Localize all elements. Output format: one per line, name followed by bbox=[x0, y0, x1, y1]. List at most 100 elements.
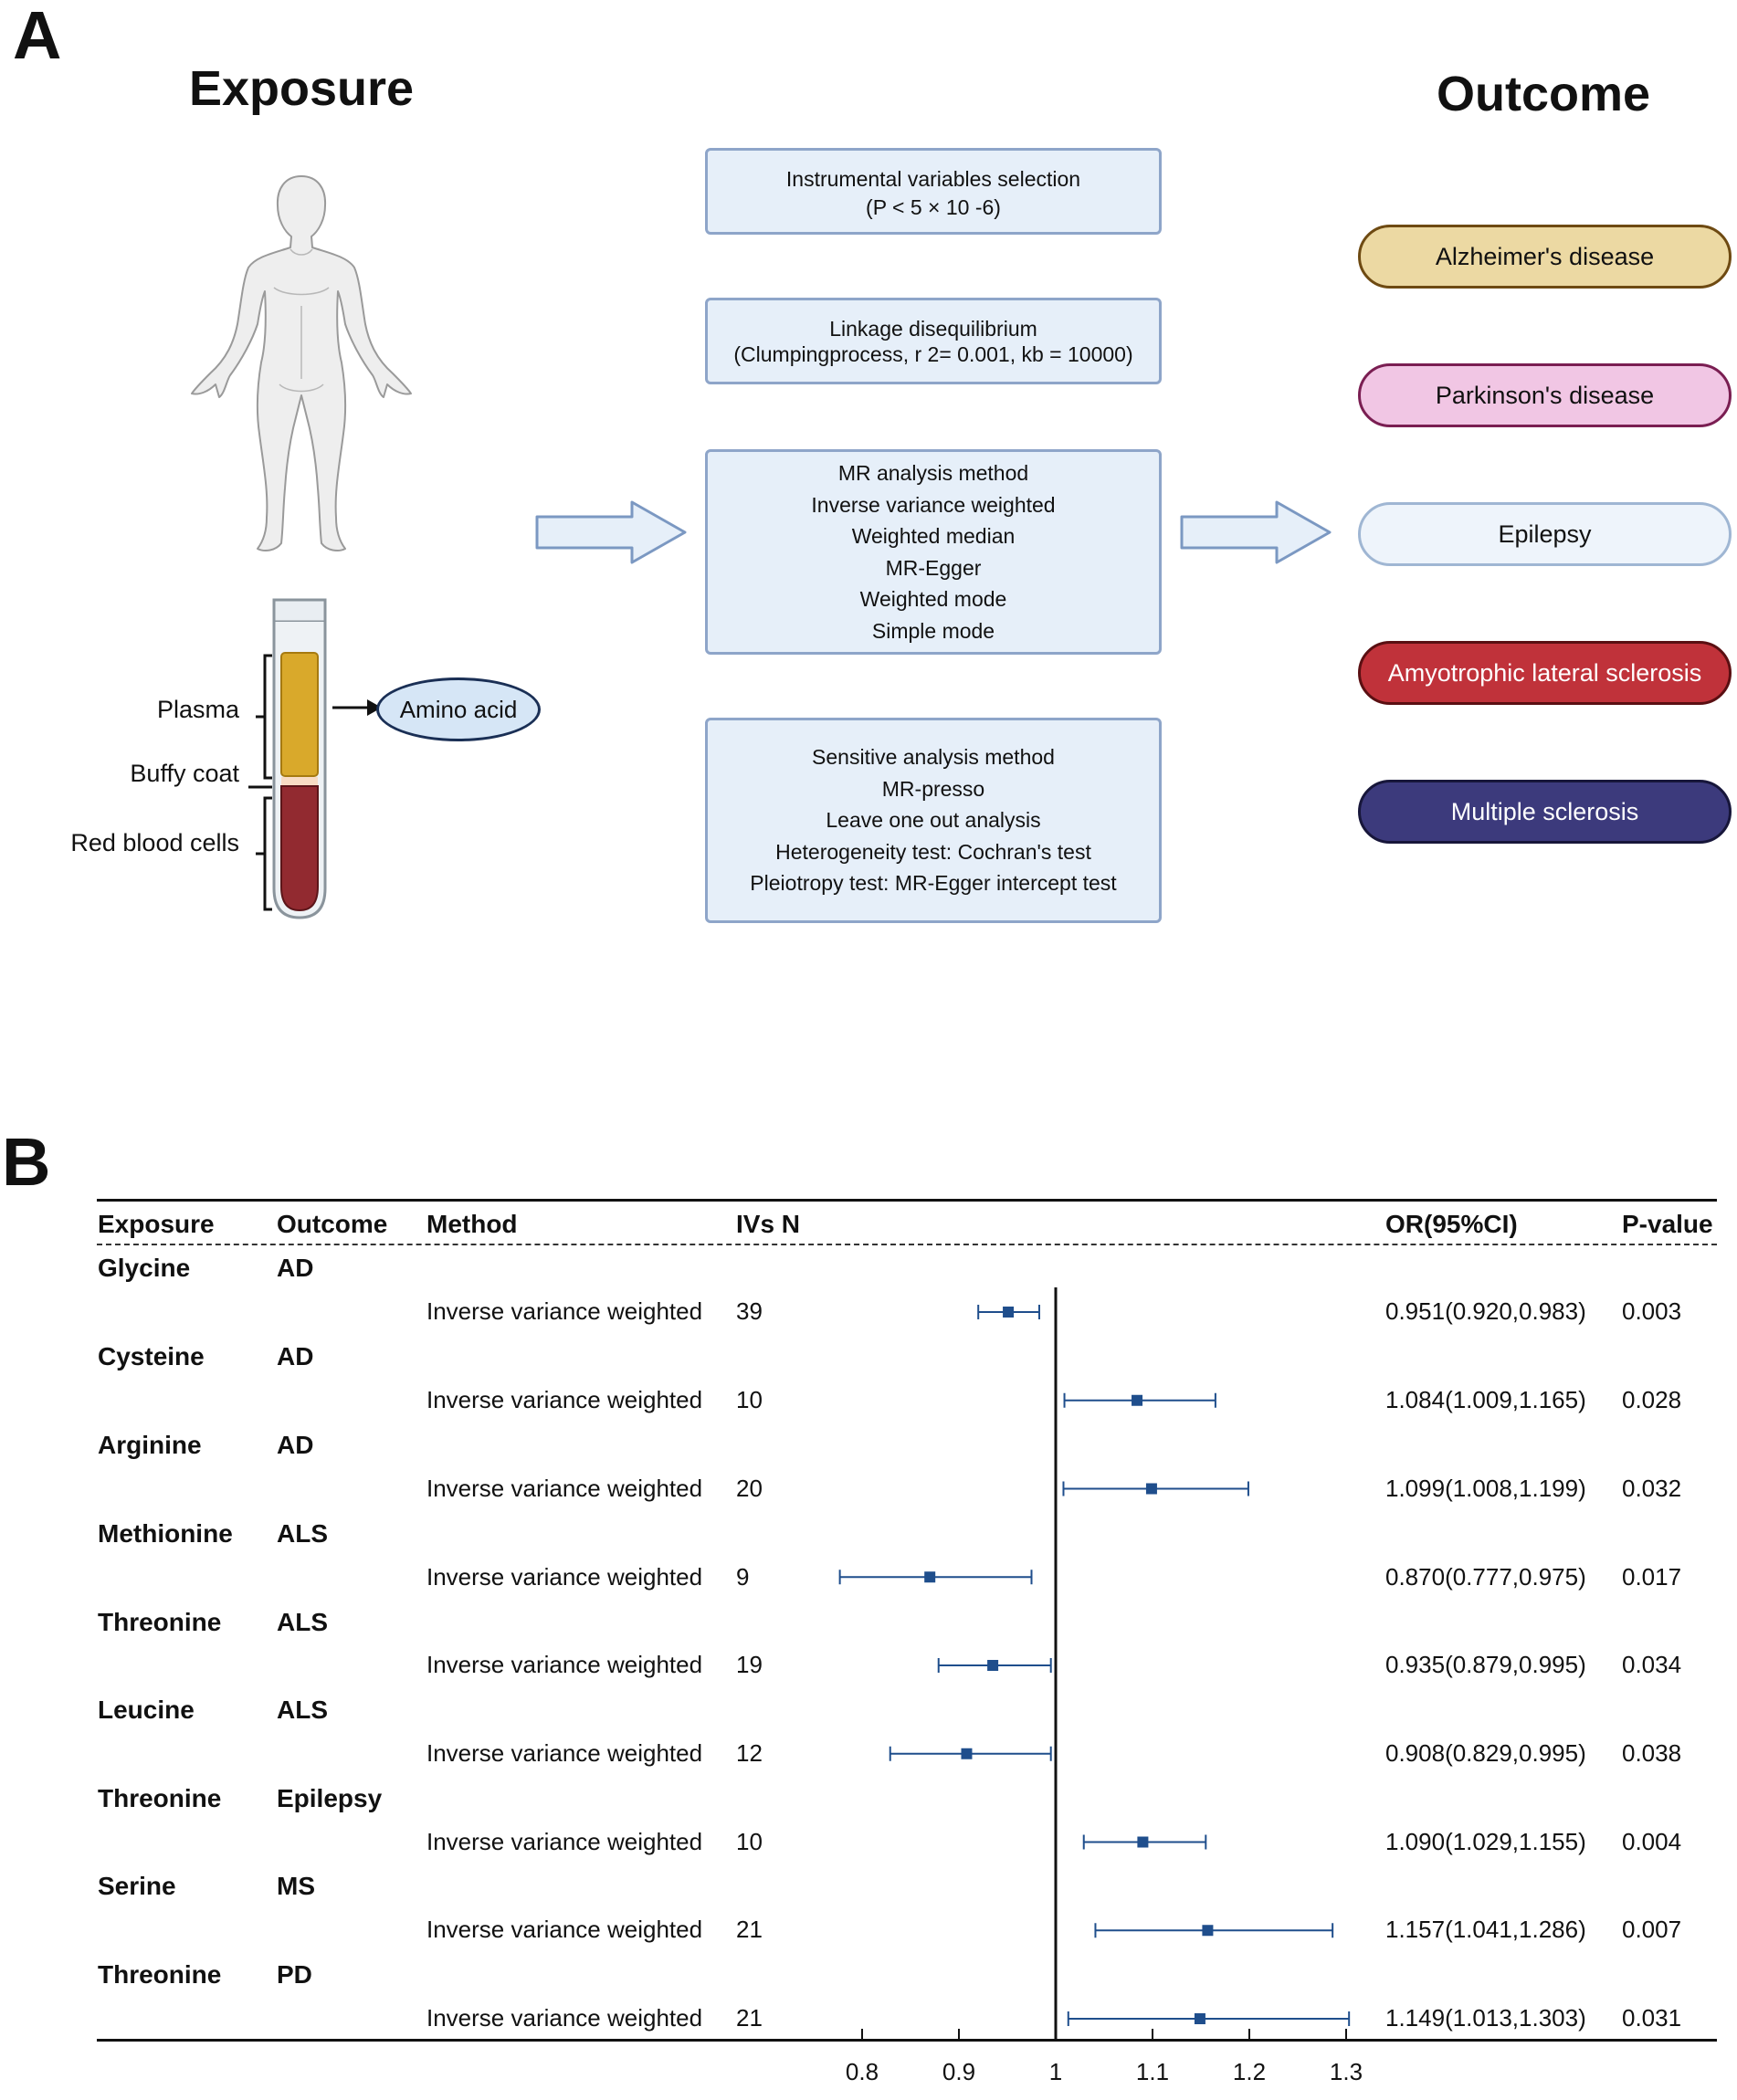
exposure-title: Exposure bbox=[188, 61, 415, 116]
step-line: Linkage disequilibrium bbox=[829, 316, 1037, 341]
x-tick-label: 1 bbox=[1048, 2058, 1063, 2085]
row-exposure: Glycine bbox=[98, 1254, 191, 1282]
amino-acid-label: Amino acid bbox=[399, 695, 518, 723]
panel-b-label: B bbox=[2, 1124, 51, 1200]
row-p-value: 0.031 bbox=[1622, 2004, 1682, 2032]
row-p-value: 0.032 bbox=[1622, 1475, 1682, 1502]
plasma-label: Plasma bbox=[156, 696, 239, 723]
row-p-value: 0.007 bbox=[1622, 1916, 1682, 1943]
row-outcome: Epilepsy bbox=[277, 1784, 383, 1812]
step-line: Inverse variance weighted bbox=[811, 492, 1056, 517]
row-method: Inverse variance weighted bbox=[426, 1563, 703, 1591]
row-outcome: ALS bbox=[277, 1608, 328, 1636]
row-exposure: Threonine bbox=[98, 1960, 222, 1989]
step-box-mr-methods: MR analysis method Inverse variance weig… bbox=[705, 449, 1162, 655]
outcome-label: Parkinson's disease bbox=[1435, 381, 1655, 409]
row-p-value: 0.028 bbox=[1622, 1386, 1682, 1413]
step-line: Simple mode bbox=[871, 618, 995, 643]
block-arrow-methods-to-outcome bbox=[1180, 500, 1332, 564]
forest-point bbox=[1067, 2011, 1351, 2026]
row-ivs: 39 bbox=[736, 1297, 763, 1325]
step-box-linkage: Linkage disequilibrium (Clumpingprocess,… bbox=[705, 298, 1162, 384]
step-line: MR analysis method bbox=[837, 461, 1029, 485]
forest-plot bbox=[838, 1287, 1351, 2040]
header-dashed-rule bbox=[97, 1244, 1717, 1245]
row-p-value: 0.038 bbox=[1622, 1739, 1682, 1767]
row-outcome: MS bbox=[277, 1872, 315, 1900]
or-marker bbox=[1137, 1836, 1149, 1848]
forest-point bbox=[1094, 1923, 1334, 1938]
x-tick-label: 1.2 bbox=[1232, 2058, 1267, 2085]
row-ivs: 21 bbox=[736, 1916, 763, 1943]
row-ivs: 12 bbox=[736, 1739, 763, 1767]
row-or-text: 0.935(0.879,0.995) bbox=[1385, 1651, 1586, 1678]
row-exposure: Threonine bbox=[98, 1608, 222, 1636]
table-top-rule bbox=[97, 1199, 1717, 1202]
row-method: Inverse variance weighted bbox=[426, 1475, 703, 1502]
header-ivs: IVs N bbox=[736, 1210, 801, 1238]
row-exposure: Serine bbox=[98, 1872, 176, 1900]
header-p-value: P-value bbox=[1622, 1210, 1713, 1238]
x-tick-label: 1.1 bbox=[1135, 2058, 1170, 2085]
step-box-iv-selection: Instrumental variables selection (P < 5 … bbox=[705, 148, 1162, 235]
outcome-label: Alzheimer's disease bbox=[1435, 242, 1655, 270]
forest-point bbox=[937, 1658, 1052, 1673]
red-blood-cells-label: Red blood cells bbox=[70, 829, 239, 856]
row-or-text: 1.099(1.008,1.199) bbox=[1385, 1475, 1586, 1502]
outcome-pill-alzheimers: Alzheimer's disease bbox=[1358, 225, 1732, 289]
step-line: Heterogeneity test: Cochran's test bbox=[775, 839, 1091, 864]
or-marker bbox=[1202, 1925, 1214, 1937]
step-line: Instrumental variables selection bbox=[785, 167, 1081, 192]
or-marker bbox=[987, 1660, 999, 1671]
row-ivs: 20 bbox=[736, 1475, 763, 1502]
or-marker bbox=[1194, 2013, 1205, 2024]
row-outcome: ALS bbox=[277, 1519, 328, 1548]
row-or-text: 1.149(1.013,1.303) bbox=[1385, 2004, 1586, 2032]
row-outcome: AD bbox=[277, 1342, 314, 1370]
row-p-value: 0.034 bbox=[1622, 1651, 1682, 1678]
outcome-label: Amyotrophic lateral sclerosis bbox=[1387, 658, 1702, 687]
forest-point bbox=[889, 1746, 1052, 1761]
row-p-value: 0.017 bbox=[1622, 1563, 1682, 1591]
table-bottom-rule bbox=[97, 2039, 1717, 2042]
row-or-text: 1.090(1.029,1.155) bbox=[1385, 1828, 1586, 1855]
row-ivs: 10 bbox=[736, 1386, 763, 1413]
or-marker bbox=[1145, 1483, 1157, 1495]
row-ivs: 21 bbox=[736, 2004, 763, 2032]
step-line: MR-Egger bbox=[885, 555, 982, 580]
row-exposure: Threonine bbox=[98, 1784, 222, 1812]
panel-a-label: A bbox=[13, 0, 62, 73]
x-tick-label: 0.8 bbox=[845, 2058, 879, 2085]
step-line: (Clumpingprocess, r 2= 0.001, kb = 10000… bbox=[733, 341, 1133, 366]
red-blood-cells-layer bbox=[280, 785, 319, 912]
blood-tube-icon bbox=[272, 598, 327, 919]
step-line: Weighted median bbox=[851, 524, 1016, 548]
x-tick-label: 0.9 bbox=[942, 2058, 976, 2085]
human-body-icon bbox=[191, 175, 412, 551]
forest-point bbox=[977, 1305, 1040, 1319]
x-tick-label: 1.3 bbox=[1329, 2058, 1363, 2085]
header-method: Method bbox=[426, 1210, 518, 1238]
buffy-coat-label: Buffy coat bbox=[130, 760, 239, 787]
row-or-text: 0.951(0.920,0.983) bbox=[1385, 1297, 1586, 1325]
row-exposure: Methionine bbox=[98, 1519, 233, 1548]
forest-point bbox=[838, 1570, 1033, 1585]
row-p-value: 0.004 bbox=[1622, 1828, 1682, 1855]
step-line: Pleiotropy test: MR-Egger intercept test bbox=[750, 871, 1117, 896]
row-method: Inverse variance weighted bbox=[426, 1828, 703, 1855]
header-outcome: Outcome bbox=[277, 1210, 388, 1238]
buffy-coat-layer bbox=[281, 777, 318, 786]
step-line: Sensitive analysis method bbox=[812, 745, 1055, 770]
header-or: OR(95%CI) bbox=[1385, 1210, 1518, 1238]
row-outcome: PD bbox=[277, 1960, 312, 1989]
step-line: (P < 5 × 10 -6) bbox=[866, 194, 1001, 219]
outcome-pill-als: Amyotrophic lateral sclerosis bbox=[1358, 641, 1732, 705]
step-line: Leave one out analysis bbox=[826, 808, 1041, 833]
row-or-text: 1.084(1.009,1.165) bbox=[1385, 1386, 1586, 1413]
tube-brackets bbox=[248, 654, 272, 911]
row-method: Inverse variance weighted bbox=[426, 1739, 703, 1767]
outcome-label: Multiple sclerosis bbox=[1450, 797, 1639, 825]
row-exposure: Leucine bbox=[98, 1696, 195, 1724]
header-exposure: Exposure bbox=[98, 1210, 215, 1238]
row-method: Inverse variance weighted bbox=[426, 1916, 703, 1943]
